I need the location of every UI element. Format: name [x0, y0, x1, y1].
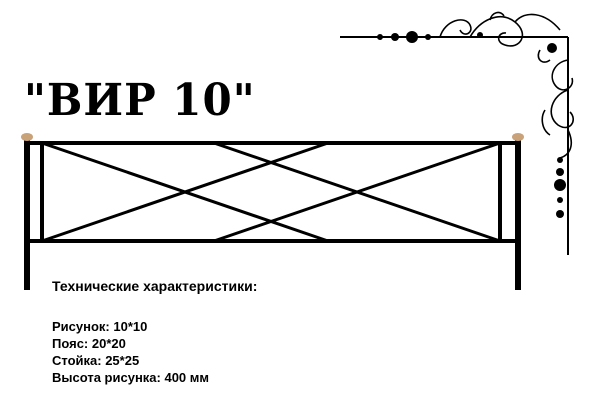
- left-post-cap: [21, 133, 33, 141]
- spec-belt: Пояс: 20*20: [52, 336, 126, 351]
- right-post: [515, 140, 521, 290]
- specs-heading: Технические характеристики:: [52, 278, 258, 294]
- spec-pattern-height: Высота рисунка: 400 мм: [52, 370, 210, 385]
- right-post-cap: [512, 133, 524, 141]
- spec-pattern: Рисунок: 10*10: [52, 319, 148, 334]
- left-post: [24, 140, 30, 290]
- product-title: "ВИР 10": [24, 74, 256, 126]
- spec-post: Стойка: 25*25: [52, 353, 140, 368]
- specs-block: Технические характеристики: Рисунок: 10*…: [52, 278, 257, 386]
